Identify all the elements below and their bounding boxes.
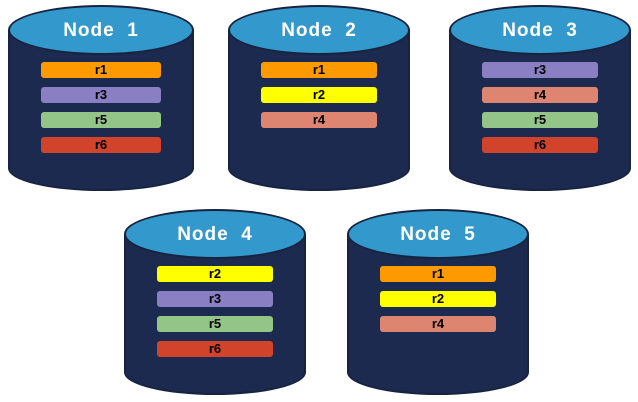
replica-bar: r5 [41,112,161,128]
replica-bar: r6 [41,137,161,153]
replica-bar-list: r1 r3 r5 r6 [8,62,194,162]
node-title-label: Node 4 [177,224,253,245]
node-title-label: Node 2 [281,20,357,41]
replica-bar: r3 [482,62,598,78]
replica-bar-list: r1 r2 r4 [347,266,529,341]
node-title-label: Node 3 [502,20,578,41]
replica-bar: r2 [157,266,273,282]
replica-bar: r2 [261,87,377,103]
replica-bar: r1 [261,62,377,78]
cylinder-top-ellipse [449,5,631,55]
replica-bar: r1 [41,62,161,78]
database-node-cylinder: Node 2 r1 r2 r4 [228,5,410,191]
cylinder-top-ellipse [124,209,306,259]
cylinder-body [449,30,631,191]
replica-bar: r4 [482,87,598,103]
cylinder-body [228,30,410,191]
replica-bar: r4 [380,316,496,332]
node-title-label: Node 1 [63,20,139,41]
replica-bar: r1 [380,266,496,282]
database-node-cylinder: Node 5 r1 r2 r4 [347,209,529,395]
replica-bar: r4 [261,112,377,128]
replica-bar: r5 [482,112,598,128]
replica-bar: r3 [41,87,161,103]
replica-bar: r5 [157,316,273,332]
cylinder-body [124,234,306,395]
cylinder-top-ellipse [8,5,194,55]
replica-bar-list: r1 r2 r4 [228,62,410,137]
replica-bar: r3 [157,291,273,307]
replica-bar: r6 [482,137,598,153]
database-node-cylinder: Node 1 r1 r3 r5 r6 [8,5,194,191]
replica-bar-list: r3 r4 r5 r6 [449,62,631,162]
cylinder-body [347,234,529,395]
database-node-cylinder: Node 4 r2 r3 r5 r6 [124,209,306,395]
replica-bar: r2 [380,291,496,307]
replica-bar: r6 [157,341,273,357]
replica-bar-list: r2 r3 r5 r6 [124,266,306,366]
cylinder-body [8,30,194,191]
cylinder-top-ellipse [228,5,410,55]
database-node-cylinder: Node 3 r3 r4 r5 r6 [449,5,631,191]
cylinder-top-ellipse [347,209,529,259]
node-title-label: Node 5 [400,224,476,245]
